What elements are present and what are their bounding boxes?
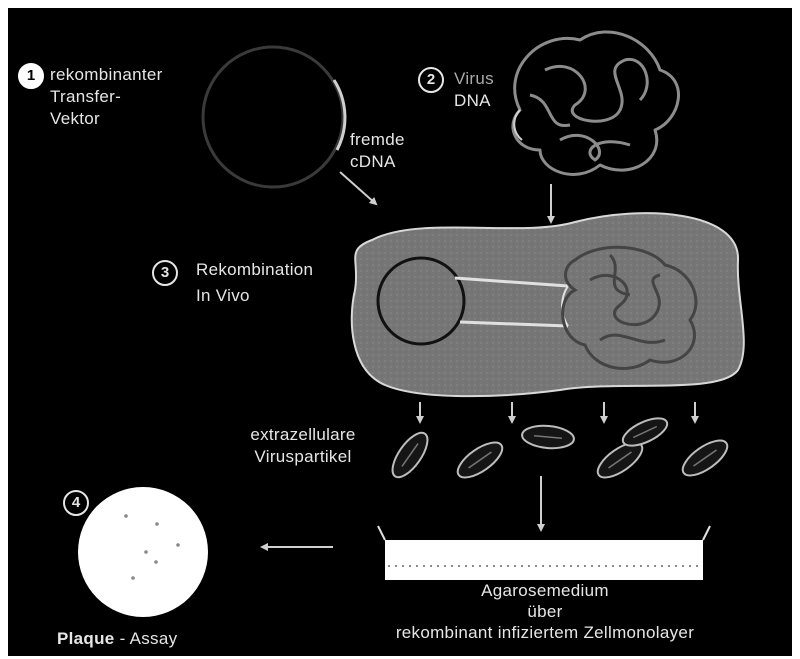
plaque-label-bold: Plaque bbox=[57, 629, 115, 648]
transfer-vector-label-line: Vektor bbox=[50, 108, 163, 130]
step-number-3: 3 bbox=[152, 260, 178, 286]
host-cell bbox=[352, 213, 744, 396]
virus-particle bbox=[619, 413, 671, 451]
transfer-vector-label-line: rekombinanter bbox=[50, 64, 163, 86]
virus-dna-label: Virus DNA bbox=[454, 68, 494, 112]
virus-dna-label-line: DNA bbox=[454, 90, 494, 112]
virus-dna-label-line: Virus bbox=[454, 68, 494, 90]
foreign-cdna-label-line: cDNA bbox=[350, 151, 405, 173]
step-number-1: 1 bbox=[18, 63, 44, 89]
agarose-label-line: rekombinant infiziertem Zellmonolayer bbox=[360, 622, 730, 643]
recombination-label-line: In Vivo bbox=[196, 285, 313, 307]
transfer-vector-label: rekombinanter Transfer- Vektor bbox=[50, 64, 163, 130]
foreign-cdna-label: fremde cDNA bbox=[350, 129, 405, 173]
agarose-label: Agarosemedium über rekombinant infiziert… bbox=[360, 580, 730, 643]
recombination-label: Rekombination In Vivo bbox=[196, 259, 313, 307]
virus-particle bbox=[521, 424, 575, 450]
virus-particles-label-line: extrazellulare bbox=[228, 424, 378, 446]
arrow-vector-to-cell bbox=[340, 172, 376, 204]
plaque-label-rest: - Assay bbox=[115, 629, 178, 648]
step-number-2: 2 bbox=[418, 67, 444, 93]
agarose-tray bbox=[378, 526, 710, 580]
plaque-assay-label: Plaque - Assay bbox=[57, 628, 177, 650]
step-number-4: 4 bbox=[63, 490, 89, 516]
virus-dna-tangle bbox=[513, 32, 679, 174]
transfer-vector-plasmid bbox=[203, 47, 345, 187]
recombination-label-line: Rekombination bbox=[196, 259, 313, 281]
virus-particle bbox=[386, 427, 434, 482]
agarose-label-line: Agarosemedium bbox=[360, 580, 730, 601]
transfer-vector-label-line: Transfer- bbox=[50, 86, 163, 108]
virus-particles-label: extrazellulare Viruspartikel bbox=[228, 424, 378, 468]
virus-particle bbox=[677, 434, 732, 482]
plaque-dish bbox=[78, 487, 208, 617]
virus-particle bbox=[452, 436, 507, 484]
virus-particles bbox=[386, 413, 733, 484]
virus-particles-label-line: Viruspartikel bbox=[228, 446, 378, 468]
foreign-cdna-label-line: fremde bbox=[350, 129, 405, 151]
agarose-label-line: über bbox=[360, 601, 730, 622]
